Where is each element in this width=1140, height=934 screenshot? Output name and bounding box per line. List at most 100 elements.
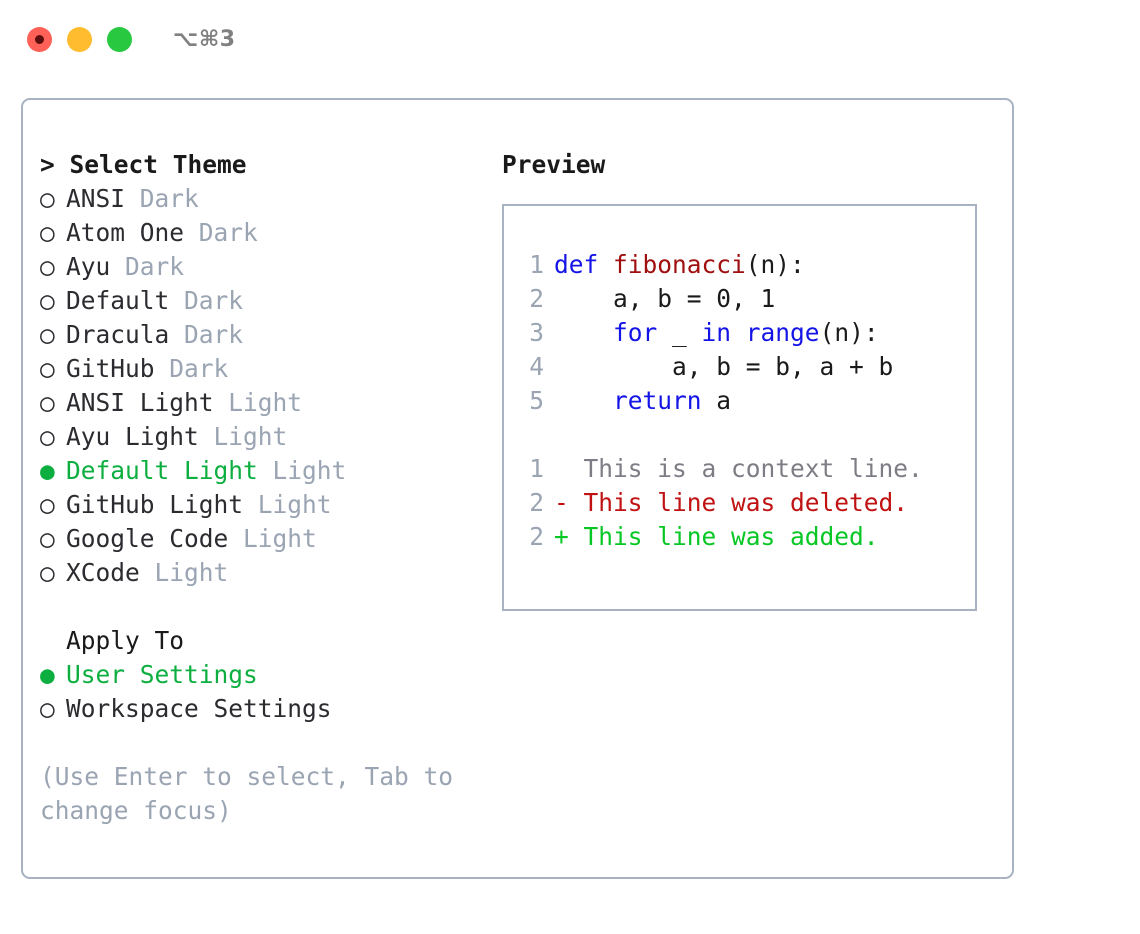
shortcut-hint-label: ⌥⌘3 bbox=[173, 26, 236, 52]
radio-unselected-icon[interactable]: ○ bbox=[40, 320, 70, 349]
theme-list-item[interactable]: ○ Default Dark bbox=[40, 284, 480, 318]
theme-list-item[interactable]: ○ Ayu Light Light bbox=[40, 420, 480, 454]
radio-unselected-icon[interactable]: ○ bbox=[40, 422, 70, 451]
apply-to-list: ● User Settings○ Workspace Settings bbox=[40, 658, 480, 726]
diff-sign bbox=[554, 454, 584, 483]
code-token: return bbox=[613, 386, 702, 415]
theme-category-label: Dark bbox=[154, 354, 229, 383]
prompt-caret: > bbox=[40, 150, 70, 179]
list-spacer bbox=[40, 590, 480, 624]
code-token: (n): bbox=[745, 250, 805, 279]
radio-unselected-icon[interactable]: ○ bbox=[40, 694, 70, 723]
radio-selected-icon[interactable]: ● bbox=[40, 660, 70, 689]
theme-name-label: Atom One bbox=[66, 218, 185, 247]
apply-to-option-label: User Settings bbox=[66, 660, 258, 689]
diff-line: 1 This is a context line. bbox=[516, 452, 923, 486]
diff-text: This is a context line. bbox=[583, 454, 923, 483]
code-token bbox=[554, 386, 613, 415]
theme-list-item[interactable]: ○ GitHub Dark bbox=[40, 352, 480, 386]
radio-unselected-icon[interactable]: ○ bbox=[40, 558, 70, 587]
radio-unselected-icon[interactable]: ○ bbox=[40, 252, 70, 281]
diff-line-number: 2 bbox=[529, 522, 544, 551]
theme-name-label: GitHub bbox=[66, 354, 155, 383]
theme-category-label: Dark bbox=[184, 218, 258, 247]
code-token: a, b = 0, 1 bbox=[554, 284, 776, 313]
page-title: > Select Theme bbox=[40, 148, 480, 182]
theme-category-label: Light bbox=[257, 456, 347, 485]
radio-unselected-icon[interactable]: ○ bbox=[40, 388, 70, 417]
code-line: 4 a, b = b, a + b bbox=[516, 350, 923, 384]
radio-unselected-icon[interactable]: ○ bbox=[40, 184, 70, 213]
code-line-number: 4 bbox=[529, 352, 544, 381]
code-token bbox=[554, 318, 613, 347]
theme-category-label: Light bbox=[139, 558, 229, 587]
diff-line-number: 1 bbox=[529, 454, 544, 483]
apply-to-option[interactable]: ● User Settings bbox=[40, 658, 480, 692]
theme-category-label: Dark bbox=[125, 184, 199, 213]
code-token: (n): bbox=[819, 318, 879, 347]
code-line-number: 5 bbox=[529, 386, 544, 415]
radio-unselected-icon[interactable]: ○ bbox=[40, 286, 70, 315]
code-token: a bbox=[701, 386, 732, 415]
keyboard-hint-text: (Use Enter to select, Tab to change focu… bbox=[40, 762, 468, 825]
theme-category-label: Light bbox=[213, 388, 303, 417]
code-token: fibonacci bbox=[613, 250, 746, 279]
code-line-number: 2 bbox=[529, 284, 544, 313]
theme-name-label: ANSI bbox=[66, 184, 126, 213]
close-button[interactable] bbox=[27, 26, 52, 52]
theme-selection-column: > Select Theme ○ ANSI Dark○ Atom One Dar… bbox=[40, 148, 480, 828]
maximize-button[interactable] bbox=[107, 26, 132, 52]
code-token: in range bbox=[701, 318, 820, 347]
theme-category-label: Light bbox=[198, 422, 288, 451]
theme-category-label: Dark bbox=[110, 252, 185, 281]
theme-list-item[interactable]: ○ ANSI Dark bbox=[40, 182, 480, 216]
preview-title: Preview bbox=[502, 150, 606, 179]
theme-list-item[interactable]: ○ Atom One Dark bbox=[40, 216, 480, 250]
theme-list-item[interactable]: ○ GitHub Light Light bbox=[40, 488, 480, 522]
code-token: a, b = b, a + b bbox=[554, 352, 894, 381]
code-line-number: 1 bbox=[529, 250, 544, 279]
theme-list-item[interactable]: ○ XCode Light bbox=[40, 556, 480, 590]
theme-category-label: Light bbox=[243, 490, 332, 519]
diff-text: This line was added. bbox=[583, 522, 879, 551]
theme-category-label: Dark bbox=[169, 286, 244, 315]
code-line: 5 return a bbox=[516, 384, 923, 418]
apply-to-option-label: Workspace Settings bbox=[66, 694, 332, 723]
theme-category-label: Light bbox=[228, 524, 317, 553]
radio-unselected-icon[interactable]: ○ bbox=[40, 218, 70, 247]
diff-line-number: 2 bbox=[529, 488, 544, 517]
theme-name-label: Google Code bbox=[66, 524, 229, 553]
code-token: def bbox=[554, 250, 614, 279]
apply-to-option[interactable]: ○ Workspace Settings bbox=[40, 692, 480, 726]
theme-list-item[interactable]: ○ ANSI Light Light bbox=[40, 386, 480, 420]
theme-list: ○ ANSI Dark○ Atom One Dark○ Ayu Dark○ De… bbox=[40, 182, 480, 590]
diff-sign: - bbox=[554, 488, 584, 517]
window-titlebar: ⌥⌘3 bbox=[0, 0, 1140, 78]
theme-name-label: XCode bbox=[66, 558, 140, 587]
code-line: 2 a, b = 0, 1 bbox=[516, 282, 923, 316]
minimize-button[interactable] bbox=[67, 26, 92, 52]
code-token: for bbox=[613, 318, 658, 347]
radio-unselected-icon[interactable]: ○ bbox=[40, 524, 70, 553]
theme-list-item[interactable]: ○ Dracula Dark bbox=[40, 318, 480, 352]
diff-line: 2+ This line was added. bbox=[516, 520, 923, 554]
theme-list-item[interactable]: ○ Ayu Dark bbox=[40, 250, 480, 284]
theme-name-label: Default Light bbox=[66, 456, 258, 485]
apply-to-header-label: Apply To bbox=[66, 626, 185, 655]
code-line: 1 def fibonacci(n): bbox=[516, 248, 923, 282]
radio-selected-icon[interactable]: ● bbox=[40, 456, 70, 485]
theme-name-label: GitHub Light bbox=[66, 490, 244, 519]
theme-list-item[interactable]: ● Default Light Light bbox=[40, 454, 480, 488]
theme-name-label: Ayu Light bbox=[66, 422, 199, 451]
radio-unselected-icon[interactable]: ○ bbox=[40, 354, 70, 383]
theme-list-item[interactable]: ○ Google Code Light bbox=[40, 522, 480, 556]
code-blank-line bbox=[516, 418, 923, 452]
apply-to-header: ○Apply To bbox=[40, 624, 480, 658]
diff-line: 2- This line was deleted. bbox=[516, 486, 923, 520]
code-line-number: 3 bbox=[529, 318, 544, 347]
radio-unselected-icon[interactable]: ○ bbox=[40, 490, 70, 519]
code-token: _ bbox=[657, 318, 702, 347]
